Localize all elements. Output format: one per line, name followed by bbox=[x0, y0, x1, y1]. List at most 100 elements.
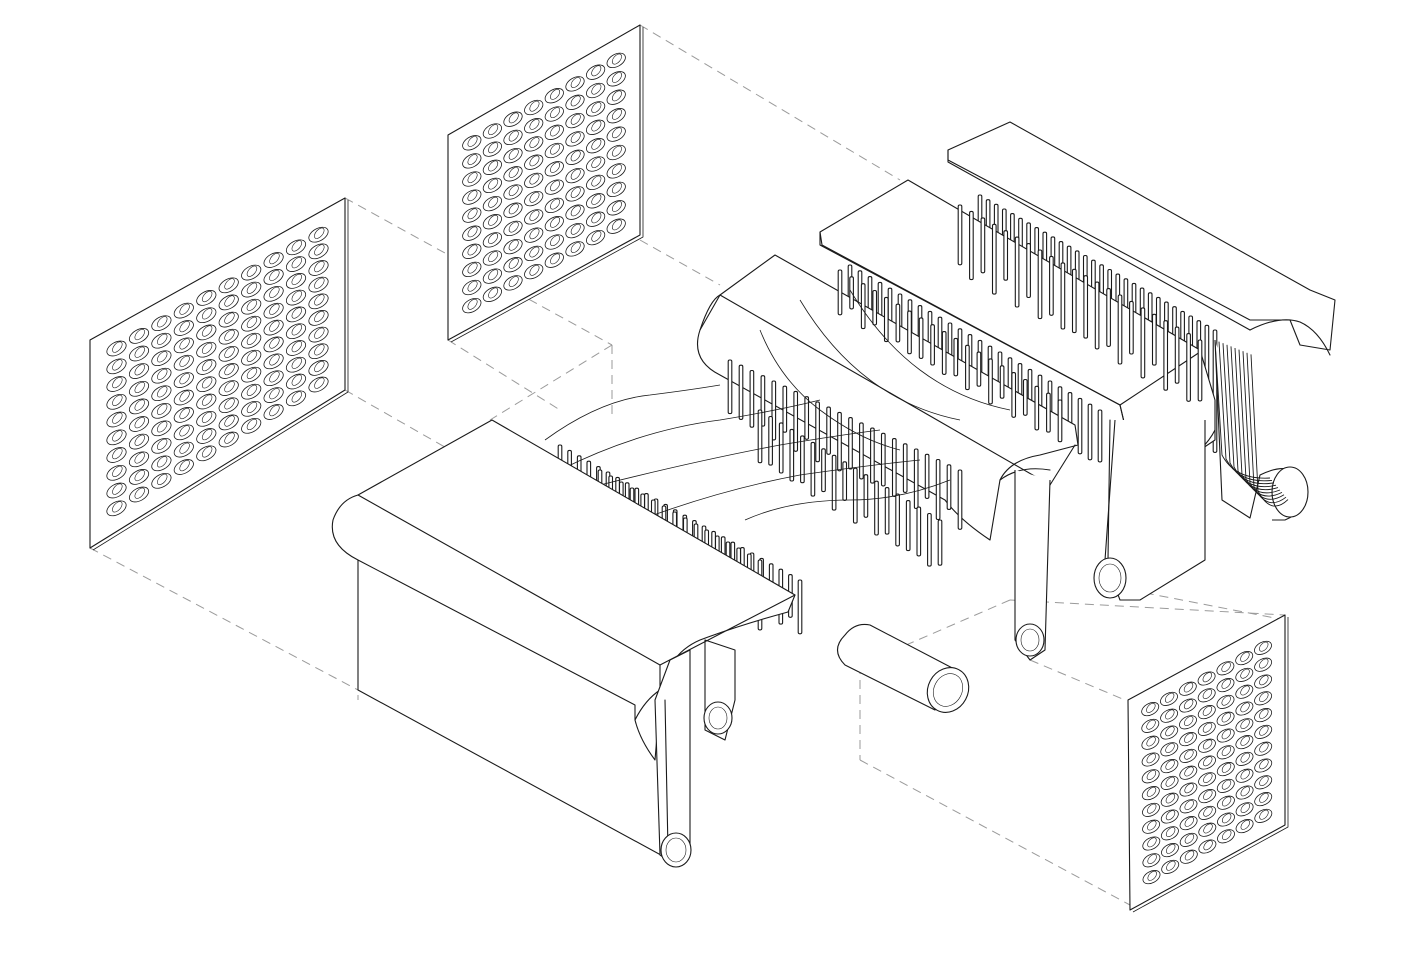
water-tube bbox=[1011, 372, 1017, 418]
perforation-hole-inner bbox=[550, 180, 561, 192]
perforation-hole bbox=[218, 294, 239, 311]
perforation-hole-inner bbox=[1165, 759, 1175, 770]
perforation-hole bbox=[1216, 694, 1235, 709]
perforation-hole-inner bbox=[1203, 840, 1213, 851]
perforation-hole bbox=[482, 123, 502, 139]
perforation-hole-inner bbox=[246, 316, 258, 328]
perforation-hole-inner bbox=[1184, 766, 1194, 777]
perforation-hole bbox=[128, 486, 150, 503]
perforation-hole-inner bbox=[246, 333, 258, 345]
water-tube bbox=[895, 303, 901, 343]
perforated-panel-bottom-right bbox=[1127, 614, 1289, 913]
perforation-hole-inner bbox=[112, 377, 123, 389]
perforation-hole-inner bbox=[570, 205, 581, 217]
perforation-hole-inner bbox=[1146, 753, 1156, 764]
perforation-hole-inner bbox=[201, 308, 213, 320]
perforation-hole-inner bbox=[1146, 786, 1157, 797]
perforation-hole bbox=[196, 376, 217, 393]
perforation-hole bbox=[1160, 708, 1179, 723]
perforation-hole-inner bbox=[134, 452, 145, 464]
perforation-hole-inner bbox=[1146, 702, 1156, 713]
water-tube bbox=[1151, 313, 1157, 366]
perforation-hole-inner bbox=[179, 355, 190, 367]
water-tube bbox=[872, 289, 878, 326]
perforation-hole-inner bbox=[314, 244, 325, 256]
water-tube bbox=[804, 396, 810, 440]
perforation-hole-inner bbox=[156, 403, 168, 415]
water-tube bbox=[1117, 294, 1123, 365]
water-tube bbox=[727, 359, 733, 415]
perforation-hole-inner bbox=[550, 143, 561, 155]
water-tube bbox=[988, 358, 993, 405]
water-tube bbox=[831, 454, 837, 511]
perforation-hole bbox=[565, 149, 585, 165]
perforation-hole bbox=[106, 393, 127, 410]
perforation-hole bbox=[173, 441, 194, 458]
perforation-hole bbox=[1254, 775, 1273, 790]
perforation-hole bbox=[1217, 829, 1235, 844]
perforation-hole-inner bbox=[156, 438, 168, 450]
perforation-hole bbox=[1235, 768, 1254, 783]
perforation-hole bbox=[586, 138, 606, 154]
perforation-hole bbox=[462, 153, 482, 169]
perforation-hole-inner bbox=[550, 235, 561, 247]
perforation-hole bbox=[503, 166, 523, 182]
water-tube bbox=[957, 204, 963, 266]
perforation-hole bbox=[173, 459, 194, 475]
perforation-hole bbox=[241, 332, 262, 349]
perforation-hole bbox=[1235, 802, 1254, 817]
perforation-hole bbox=[263, 404, 284, 420]
perforation-hole bbox=[1235, 701, 1254, 716]
perforation-hole bbox=[151, 332, 172, 349]
water-tube bbox=[837, 269, 843, 316]
perforation-hole-inner bbox=[570, 187, 581, 198]
perforation-hole bbox=[524, 190, 544, 207]
perforation-hole bbox=[524, 245, 544, 262]
water-tube bbox=[1174, 326, 1180, 384]
perforation-hole bbox=[586, 82, 606, 99]
water-tube bbox=[891, 438, 897, 497]
perforation-hole bbox=[482, 159, 502, 175]
tube-bank-curve bbox=[759, 329, 901, 451]
perforation-hole bbox=[1254, 657, 1273, 672]
perforation-hole bbox=[1142, 853, 1161, 868]
water-tube bbox=[937, 519, 943, 566]
perforation-hole-inner bbox=[1259, 776, 1269, 786]
perforation-hole-inner bbox=[201, 342, 213, 354]
perforation-hole-inner bbox=[291, 374, 302, 386]
perforation-hole bbox=[586, 119, 606, 135]
water-tube bbox=[863, 474, 869, 518]
perforation-hole-inner bbox=[591, 83, 602, 95]
perforation-hole bbox=[308, 343, 329, 360]
perforation-hole-inner bbox=[611, 201, 622, 212]
perforation-hole bbox=[1179, 765, 1198, 780]
perforation-hole bbox=[1235, 785, 1254, 800]
perforation-hole bbox=[285, 289, 307, 306]
water-tube bbox=[1057, 399, 1063, 443]
perforation-hole-inner bbox=[269, 388, 280, 400]
water-tube bbox=[946, 464, 952, 510]
perforation-hole bbox=[1142, 819, 1161, 834]
perforation-hole bbox=[1160, 759, 1179, 774]
perforation-hole-inner bbox=[591, 212, 602, 224]
bent-tube bbox=[1218, 341, 1273, 482]
perforation-hole bbox=[308, 293, 329, 310]
perforation-hole-inner bbox=[1221, 779, 1232, 790]
perforation-hole-inner bbox=[1203, 773, 1213, 783]
perforation-hole-inner bbox=[550, 88, 561, 100]
perforation-hole bbox=[1235, 819, 1254, 834]
perforation-hole bbox=[1216, 745, 1235, 760]
perforation-hole bbox=[1216, 762, 1235, 777]
perforation-hole bbox=[462, 207, 482, 223]
perforation-hole-inner bbox=[134, 346, 145, 358]
perforation-hole bbox=[173, 372, 194, 388]
perforation-hole bbox=[606, 89, 626, 105]
water-tube bbox=[826, 406, 831, 455]
perforation-hole-inner bbox=[508, 130, 519, 142]
perforation-hole-inner bbox=[201, 429, 213, 441]
water-tube bbox=[1083, 275, 1089, 339]
perforation-hole bbox=[1178, 698, 1197, 713]
perforation-hole-inner bbox=[1146, 770, 1157, 780]
perforation-hole-inner bbox=[591, 120, 602, 132]
drum-tube-module-middle bbox=[696, 254, 1079, 661]
